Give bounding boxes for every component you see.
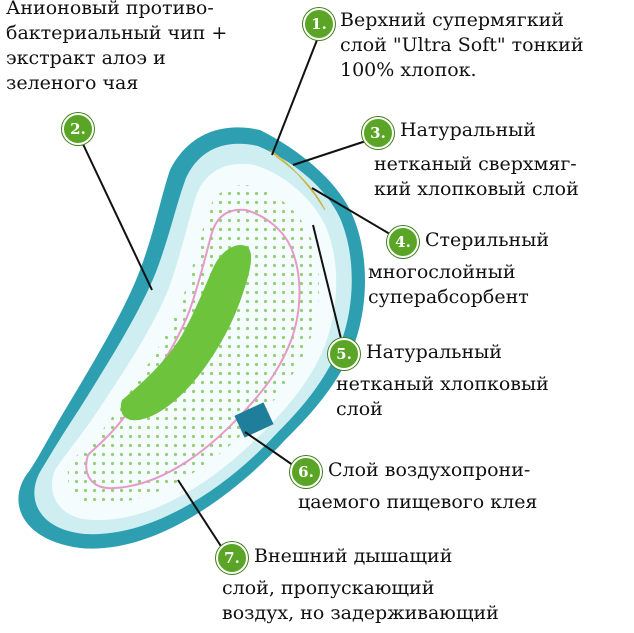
label-6-rest: цаемого пищевого клея [298, 490, 537, 515]
leader-line-2 [81, 141, 153, 291]
label-6: Слой воздухопрони- [328, 458, 530, 483]
pad-green-core [120, 244, 252, 421]
label-4-line-3: суперабсорбент [368, 286, 529, 308]
label-7-line-3: воздух, но задерживающий [222, 602, 499, 624]
badge-3: 3. [362, 117, 394, 149]
label-1-line-1: Верхний супермягкий [340, 9, 564, 31]
label-5: Натуральный [366, 340, 502, 365]
label-6-line-1: Слой воздухопрони- [328, 459, 531, 481]
label-1-line-2: слой "Ultra Soft" тонкий [340, 34, 584, 56]
label-3-rest: нетканый сверхмяг- кий хлопковый слой [374, 152, 579, 202]
badge-7: 7. [216, 542, 248, 574]
leader-line-3 [292, 137, 376, 166]
badge-5: 5. [328, 338, 360, 370]
label-2: Анионовый противо- бактериальный чип + э… [6, 0, 227, 96]
badge-1: 1. [303, 8, 335, 40]
label-4-line-2: многослойный [368, 261, 516, 283]
badge-6: 6. [290, 456, 322, 488]
label-2-line-3: экстракт алоэ и [6, 47, 166, 69]
label-4: Стерильный [425, 228, 549, 253]
pad-layer-edges [269, 149, 326, 211]
label-1-line-3: 100% хлопок. [340, 59, 477, 81]
label-3-line-3: кий хлопковый слой [374, 178, 579, 200]
badge-2: 2. [62, 113, 94, 145]
label-6-line-2: цаемого пищевого клея [298, 491, 538, 513]
badge-4: 4. [387, 226, 419, 258]
leader-line-1 [271, 39, 318, 156]
label-3-line-2: нетканый сверхмяг- [374, 153, 577, 175]
label-5-rest: нетканый хлопковый слой [336, 372, 549, 422]
leader-line-5 [312, 224, 346, 356]
label-2-line-1: Анионовый противо- [6, 0, 214, 19]
label-3: Натуральный [400, 118, 536, 143]
label-7: Внешний дышащий [254, 544, 452, 569]
label-2-line-4: зеленого чая [6, 72, 139, 94]
pad-backing-patch [234, 402, 274, 438]
label-3-line-1: Натуральный [400, 119, 536, 141]
label-1: Верхний супермягкий слой "Ultra Soft" то… [340, 8, 583, 83]
leader-line-4 [311, 187, 401, 241]
label-7-rest: слой, пропускающий воздух, но задерживаю… [222, 576, 499, 626]
label-5-line-2: нетканый хлопковый [336, 373, 549, 395]
label-5-line-3: слой [336, 398, 383, 420]
label-4-rest: многослойный суперабсорбент [368, 260, 529, 310]
label-4-line-1: Стерильный [425, 229, 549, 251]
label-2-line-2: бактериальный чип + [6, 22, 228, 44]
label-7-line-1: Внешний дышащий [254, 545, 453, 567]
label-7-line-2: слой, пропускающий [222, 577, 435, 599]
leader-line-7 [177, 479, 229, 558]
label-5-line-1: Натуральный [366, 341, 502, 363]
